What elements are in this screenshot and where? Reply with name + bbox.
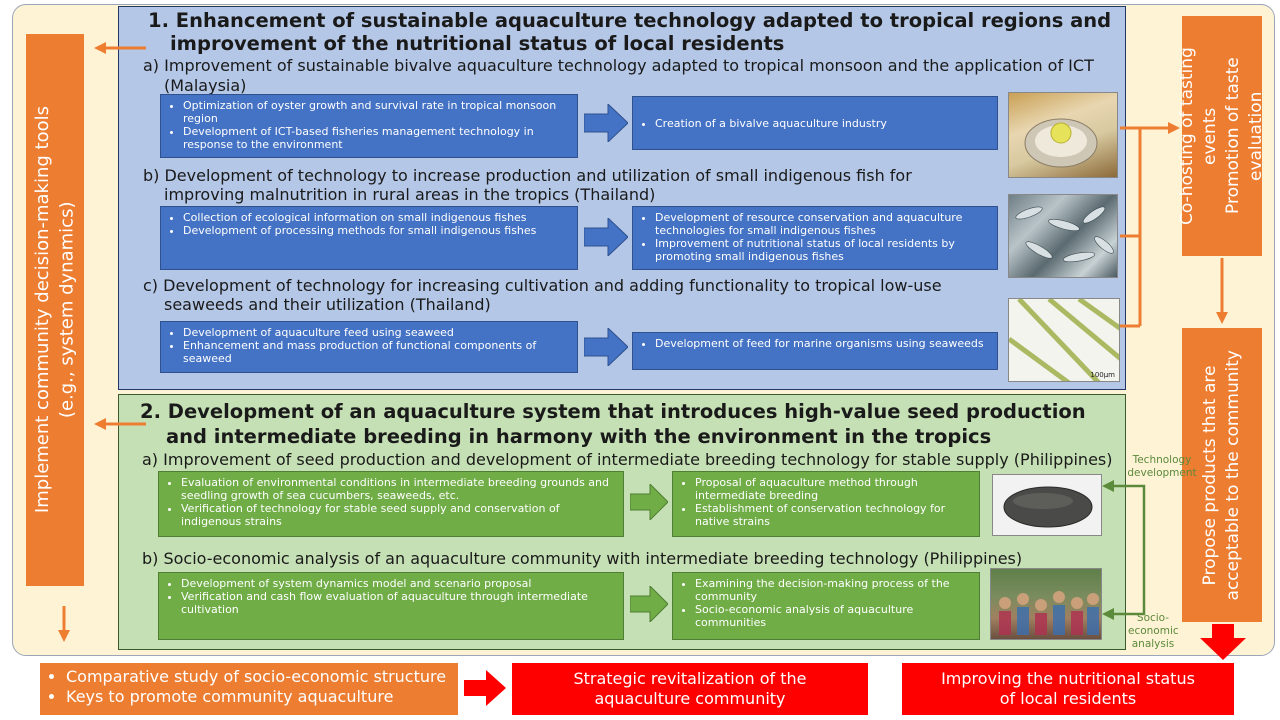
list-item: Development of system dynamics model and…	[181, 577, 617, 590]
list-item: Optimization of oyster growth and surviv…	[183, 99, 571, 125]
list-item: Improvement of nutritional status of loc…	[655, 237, 991, 263]
bottom-right-box: Improving the nutritional status of loca…	[902, 663, 1234, 715]
list-item: Evaluation of environmental conditions i…	[181, 476, 617, 502]
section2-b-right-box: Examining the decision-making process of…	[672, 572, 980, 640]
section1-c-heading-line1: c) Development of technology for increas…	[143, 276, 942, 295]
list-item: Development of aquaculture feed using se…	[183, 326, 571, 339]
section1-b-left-box: Collection of ecological information on …	[160, 206, 578, 270]
green-link-arrows-icon	[1102, 480, 1146, 620]
section1-title-line2: improvement of the nutritional status of…	[170, 32, 785, 55]
section1-a-heading-line1: a) Improvement of sustainable bivalve aq…	[143, 56, 1094, 75]
section1-c-left-box: Development of aquaculture feed using se…	[160, 321, 578, 373]
list-item: Establishment of conservation technology…	[695, 502, 973, 528]
list-item: Development of processing methods for sm…	[183, 224, 571, 237]
section1-title-line1: 1. Enhancement of sustainable aquacultur…	[148, 9, 1112, 32]
bottom-right-text: Improving the nutritional status of loca…	[941, 669, 1195, 708]
list-item: Comparative study of socio-economic stru…	[66, 667, 450, 687]
section1-b-arrow-icon	[584, 218, 628, 256]
section1-c-heading-line2: seaweeds and their utilization (Thailand…	[164, 295, 491, 314]
bottom-middle-box: Strategic revitalization of the aquacult…	[512, 663, 868, 715]
section2-b-left-box: Development of system dynamics model and…	[158, 572, 624, 640]
list-item: Verification of technology for stable se…	[181, 502, 617, 528]
sea-cucumber-photo	[992, 474, 1102, 536]
right-top-bar: Co-hosting of tasting events Promotion o…	[1177, 16, 1266, 256]
list-item: Development of ICT-based fisheries manag…	[183, 125, 571, 151]
section1-c-right-box: Development of feed for marine organisms…	[632, 332, 998, 370]
left-bar: Implement community decision-making tool…	[26, 34, 84, 586]
list-item: Socio-economic analysis of aquaculture c…	[695, 603, 973, 629]
community-photo	[990, 568, 1102, 640]
section1-a-left-box: Optimization of oyster growth and surviv…	[160, 94, 578, 158]
section2-a-right-box: Proposal of aquaculture method through i…	[672, 471, 980, 537]
small-fish-photo	[1008, 194, 1118, 278]
bottom-middle-text: Strategic revitalization of the aquacult…	[573, 669, 807, 708]
section2-b-arrow-icon	[630, 586, 668, 622]
section2-title-line2: and intermediate breeding in harmony wit…	[166, 425, 992, 448]
section2-a-arrow-icon	[630, 484, 668, 520]
section1-a-arrow-icon	[584, 104, 628, 142]
list-item: Enhancement and mass production of funct…	[183, 339, 571, 365]
list-item: Development of feed for marine organisms…	[655, 337, 991, 350]
section2-a-left-box: Evaluation of environmental conditions i…	[158, 471, 624, 537]
bottom-left-box: Comparative study of socio-economic stru…	[40, 663, 458, 715]
section1-b-heading-line1: b) Development of technology to increase…	[143, 166, 912, 185]
oyster-photo	[1008, 92, 1118, 178]
section2-title-line1: 2. Development of an aquaculture system …	[140, 400, 1086, 423]
section1-a-right-box: Creation of a bivalve aquaculture indust…	[632, 96, 998, 150]
technology-development-label: Technology development	[1127, 454, 1197, 479]
list-item: Creation of a bivalve aquaculture indust…	[655, 117, 887, 130]
list-item: Development of resource conservation and…	[655, 211, 991, 237]
section1-b-heading-line2: improving malnutrition in rural areas in…	[164, 185, 656, 204]
list-item: Keys to promote community aquaculture	[66, 687, 450, 707]
section2-b-heading: b) Socio-economic analysis of an aquacul…	[142, 549, 1023, 568]
list-item: Collection of ecological information on …	[183, 211, 571, 224]
list-item: Proposal of aquaculture method through i…	[695, 476, 973, 502]
section1-a-heading-line2: (Malaysia)	[164, 76, 247, 95]
section1-b-right-box: Development of resource conservation and…	[632, 206, 998, 270]
section2-a-heading: a) Improvement of seed production and de…	[142, 450, 1113, 469]
list-item: Examining the decision-making process of…	[695, 577, 973, 603]
seaweed-microscope-photo: 100µm	[1008, 298, 1120, 382]
section1-c-arrow-icon	[584, 328, 628, 366]
right-bottom-bar: Propose products that are acceptable to …	[1182, 328, 1262, 622]
list-item: Verification and cash flow evaluation of…	[181, 590, 617, 616]
scale-bar-label: 100µm	[1090, 371, 1115, 379]
